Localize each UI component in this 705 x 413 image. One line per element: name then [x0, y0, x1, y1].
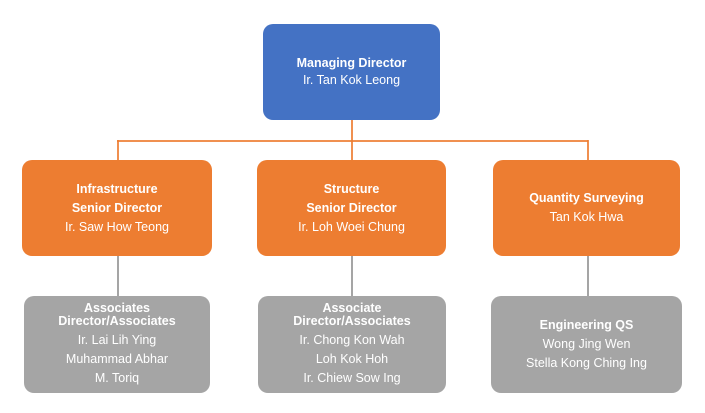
node-title: Infrastructure [76, 181, 158, 196]
node-person: Ir. Saw How Teong [65, 219, 169, 234]
node-person: Ir. Lai Lih Ying [77, 332, 157, 347]
node-person: Loh Kok Hoh [315, 351, 389, 366]
connector-infrastructure-team [117, 256, 119, 296]
node-person: Ir. Loh Woei Chung [298, 219, 405, 234]
node-structure-senior-director: Structure Senior Director Ir. Loh Woei C… [257, 160, 446, 256]
node-title: Director/Associates [58, 313, 176, 328]
node-person: M. Toriq [94, 370, 140, 385]
node-title: Director/Associates [293, 313, 411, 328]
node-managing-director: Managing Director Ir. Tan Kok Leong [263, 24, 440, 120]
node-person: Stella Kong Ching Ing [526, 356, 647, 370]
node-title: Senior Director [71, 200, 163, 215]
connector-structure-team [351, 256, 353, 296]
node-infrastructure-senior-director: Infrastructure Senior Director Ir. Saw H… [22, 160, 212, 256]
node-quantity-surveying: Quantity Surveying Tan Kok Hwa [493, 160, 680, 256]
node-title: Managing Director [296, 55, 407, 70]
node-person: Ir. Chiew Sow Ing [303, 370, 401, 385]
node-person: Tan Kok Hwa [549, 210, 624, 224]
node-title: Engineering QS [539, 318, 634, 332]
node-title: Quantity Surveying [529, 191, 644, 205]
node-title-block: Associate Director/Associates [293, 300, 411, 328]
connector-horizontal [117, 140, 588, 142]
node-person: Ir. Chong Kon Wah [299, 332, 405, 347]
connector-md-down [351, 120, 353, 140]
node-title-block: Associates Director/Associates [58, 300, 176, 328]
node-infrastructure-team: Associates Director/Associates Ir. Lai L… [24, 296, 210, 393]
node-title: Associate [322, 300, 382, 315]
connector-to-qs [587, 140, 589, 160]
connector-to-infrastructure [117, 140, 119, 160]
node-title: Associates [83, 300, 150, 315]
node-engineering-qs-team: Engineering QS Wong Jing Wen Stella Kong… [491, 296, 682, 393]
node-person: Ir. Tan Kok Leong [302, 72, 401, 87]
node-person: Wong Jing Wen [542, 337, 631, 351]
node-structure-team: Associate Director/Associates Ir. Chong … [258, 296, 446, 393]
connector-to-structure [351, 140, 353, 160]
node-title: Structure [323, 181, 380, 196]
node-person: Muhammad Abhar [65, 351, 169, 366]
node-title: Senior Director [306, 200, 397, 215]
connector-qs-team [587, 256, 589, 296]
